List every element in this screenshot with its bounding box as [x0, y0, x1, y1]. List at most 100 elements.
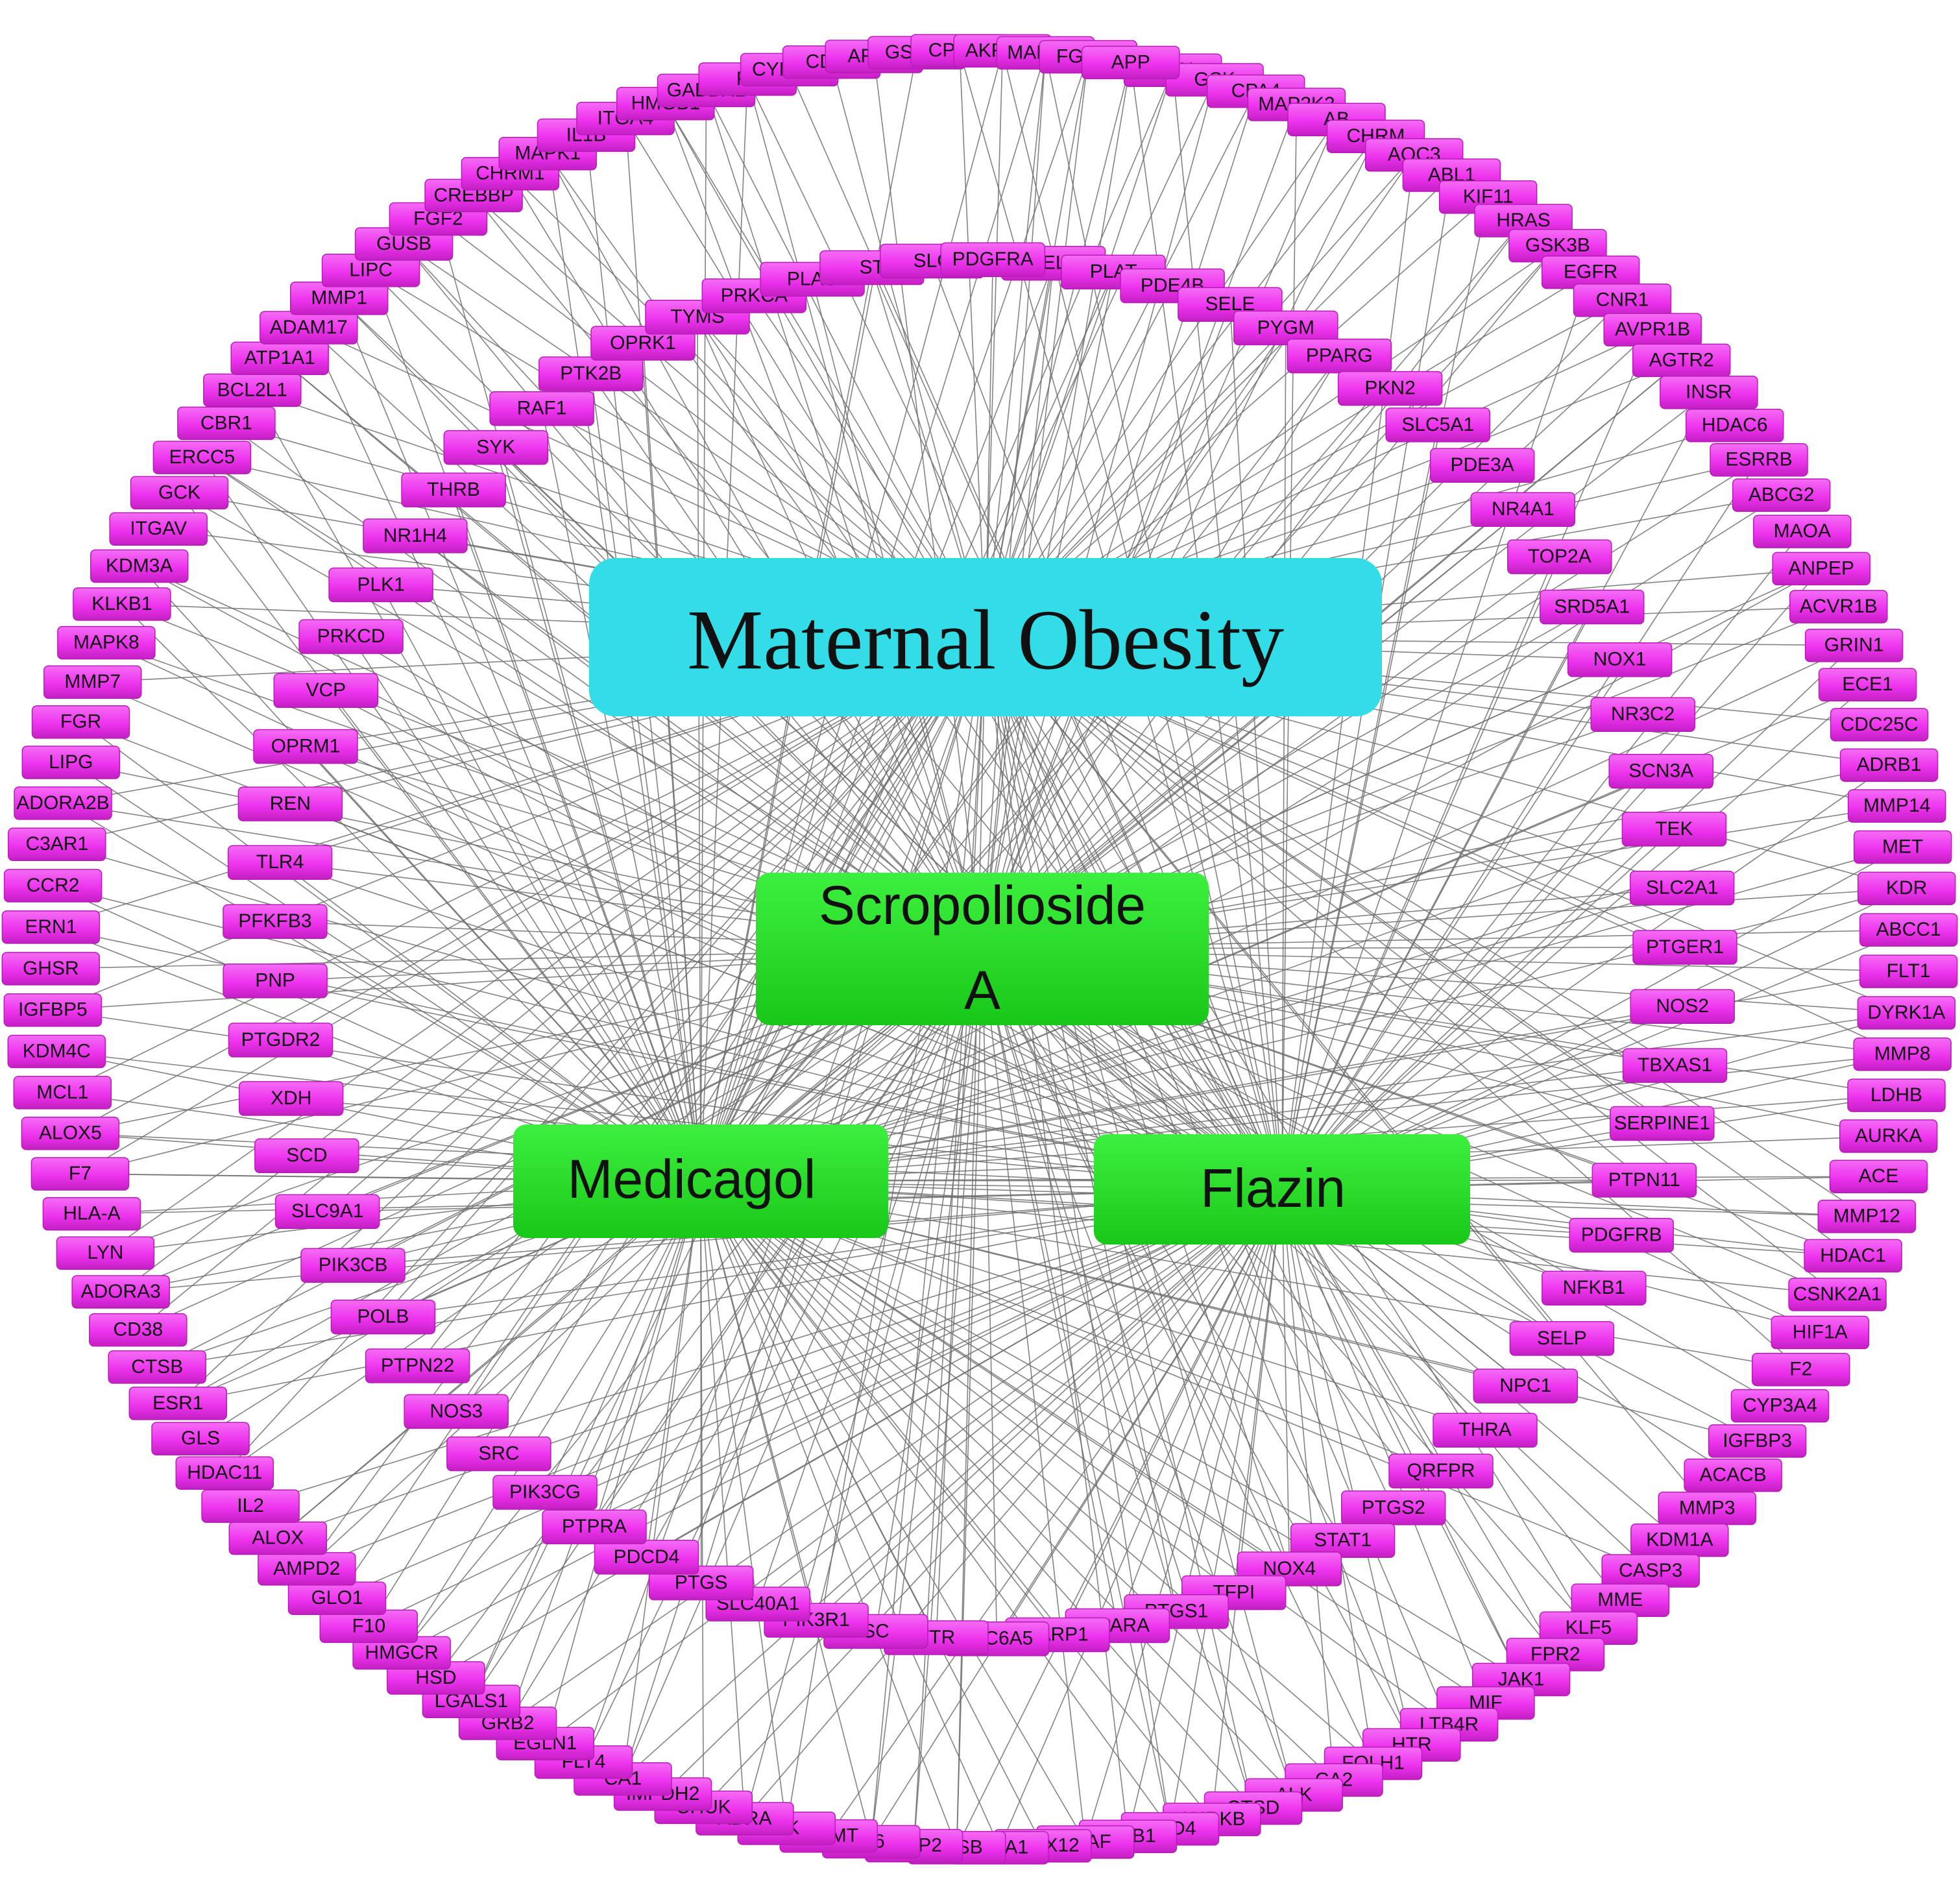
- outer-gene-node[interactable]: ABCC1: [1859, 913, 1958, 947]
- outer-gene-node[interactable]: MET: [1853, 830, 1952, 864]
- outer-gene-node[interactable]: IGFBP5: [3, 993, 103, 1027]
- outer-gene-node[interactable]: KLKB1: [73, 587, 171, 621]
- outer-gene-node[interactable]: CDC25C: [1830, 708, 1929, 742]
- outer-gene-node[interactable]: KDR: [1857, 871, 1956, 905]
- inner-gene-node[interactable]: PTPN22: [365, 1348, 470, 1383]
- inner-gene-node[interactable]: SLC5A1: [1385, 407, 1490, 443]
- inner-gene-node[interactable]: PKN2: [1337, 370, 1443, 406]
- outer-gene-node[interactable]: LIPG: [21, 746, 121, 779]
- outer-gene-node[interactable]: ERCC5: [152, 441, 252, 474]
- outer-gene-node[interactable]: FLT1: [1859, 954, 1958, 988]
- inner-gene-node[interactable]: VCP: [273, 673, 379, 709]
- outer-gene-node[interactable]: GCK: [130, 476, 229, 510]
- inner-gene-node[interactable]: SERPINE1: [1610, 1106, 1715, 1141]
- outer-gene-node[interactable]: MAOA: [1753, 515, 1852, 548]
- outer-gene-node[interactable]: LIPC: [321, 254, 420, 287]
- inner-gene-node[interactable]: PDCD4: [594, 1540, 699, 1575]
- inner-gene-node[interactable]: QRFPR: [1388, 1453, 1494, 1488]
- inner-gene-node[interactable]: PYGM: [1233, 310, 1338, 346]
- outer-gene-node[interactable]: F2: [1752, 1352, 1850, 1387]
- outer-gene-node[interactable]: AGTR2: [1632, 343, 1731, 378]
- outer-gene-node[interactable]: HIF1A: [1771, 1315, 1870, 1350]
- outer-gene-node[interactable]: ADAM17: [260, 311, 358, 345]
- inner-gene-node[interactable]: NOS2: [1630, 989, 1735, 1025]
- outer-gene-node[interactable]: CYP3A4: [1730, 1389, 1830, 1423]
- outer-gene-node[interactable]: BCL2L1: [203, 373, 302, 407]
- inner-gene-node[interactable]: PTPRA: [542, 1509, 647, 1545]
- disease-node[interactable]: Maternal Obesity: [589, 558, 1382, 716]
- outer-gene-node[interactable]: F7: [30, 1157, 130, 1191]
- outer-gene-node[interactable]: AMPD2: [258, 1552, 356, 1586]
- inner-gene-node[interactable]: SRC: [446, 1436, 551, 1472]
- outer-gene-node[interactable]: GRIN1: [1804, 628, 1904, 662]
- outer-gene-node[interactable]: HDAC11: [175, 1456, 274, 1490]
- outer-gene-node[interactable]: HMGCR: [352, 1636, 451, 1670]
- outer-gene-node[interactable]: CBR1: [177, 406, 276, 441]
- outer-gene-node[interactable]: ERN1: [1, 910, 101, 944]
- outer-gene-node[interactable]: ADRB1: [1839, 748, 1939, 782]
- outer-gene-node[interactable]: ESR1: [128, 1387, 228, 1420]
- outer-gene-node[interactable]: ANPEP: [1772, 552, 1870, 586]
- inner-gene-node[interactable]: PDGFRA: [940, 242, 1046, 277]
- outer-gene-node[interactable]: GLO1: [287, 1581, 387, 1615]
- inner-gene-node[interactable]: XDH: [238, 1081, 344, 1116]
- outer-gene-node[interactable]: ABCG2: [1732, 478, 1831, 512]
- inner-gene-node[interactable]: NR1H4: [363, 518, 468, 553]
- outer-gene-node[interactable]: C3AR1: [8, 827, 106, 862]
- inner-gene-node[interactable]: PNP: [223, 964, 328, 999]
- inner-gene-node[interactable]: SLC9A1: [274, 1194, 380, 1230]
- outer-gene-node[interactable]: ESRRB: [1710, 443, 1808, 477]
- outer-gene-node[interactable]: APP: [1081, 45, 1180, 80]
- outer-gene-node[interactable]: AVPR1B: [1603, 313, 1702, 346]
- outer-gene-node[interactable]: INSR: [1660, 375, 1758, 409]
- outer-gene-node[interactable]: CD38: [89, 1313, 188, 1347]
- outer-gene-node[interactable]: GLS: [151, 1422, 250, 1456]
- inner-gene-node[interactable]: PTGER1: [1632, 930, 1737, 965]
- inner-gene-node[interactable]: PRKCD: [298, 619, 404, 654]
- outer-gene-node[interactable]: MME: [1571, 1583, 1670, 1617]
- outer-gene-node[interactable]: HLA-A: [42, 1196, 141, 1231]
- inner-gene-node[interactable]: PIK3CG: [492, 1475, 598, 1510]
- inner-gene-node[interactable]: NOS3: [404, 1394, 509, 1429]
- inner-gene-node[interactable]: REN: [237, 786, 343, 821]
- outer-gene-node[interactable]: HRAS: [1474, 204, 1573, 237]
- outer-gene-node[interactable]: MCL1: [13, 1076, 112, 1110]
- inner-gene-node[interactable]: SYK: [443, 430, 549, 465]
- inner-gene-node[interactable]: TEK: [1621, 812, 1727, 847]
- outer-gene-node[interactable]: MMP14: [1847, 789, 1946, 823]
- outer-gene-node[interactable]: ACVR1B: [1789, 590, 1888, 624]
- inner-gene-node[interactable]: PTGDR2: [228, 1023, 333, 1058]
- compound-node-scropolioside[interactable]: Scropolioside A: [756, 873, 1209, 1025]
- inner-gene-node[interactable]: THRA: [1433, 1413, 1538, 1448]
- inner-gene-node[interactable]: SELP: [1509, 1321, 1615, 1356]
- outer-gene-node[interactable]: ADORA2B: [14, 786, 112, 820]
- inner-gene-node[interactable]: SLC2A1: [1629, 870, 1735, 906]
- inner-gene-node[interactable]: TOP2A: [1507, 539, 1612, 574]
- inner-gene-node[interactable]: NOX1: [1567, 642, 1673, 677]
- inner-gene-node[interactable]: SCD: [254, 1138, 359, 1174]
- inner-gene-node[interactable]: SRD5A1: [1539, 589, 1645, 625]
- outer-gene-node[interactable]: AURKA: [1839, 1119, 1938, 1153]
- outer-gene-node[interactable]: MMP12: [1817, 1199, 1917, 1233]
- outer-gene-node[interactable]: KDM4C: [7, 1034, 106, 1069]
- inner-gene-node[interactable]: NPC1: [1473, 1368, 1579, 1403]
- outer-gene-node[interactable]: CNR1: [1573, 284, 1672, 317]
- outer-gene-node[interactable]: DYRK1A: [1857, 996, 1956, 1030]
- outer-gene-node[interactable]: GHSR: [1, 952, 101, 986]
- inner-gene-node[interactable]: PTGS2: [1340, 1490, 1446, 1525]
- outer-gene-node[interactable]: CSNK2A1: [1788, 1278, 1887, 1311]
- inner-gene-node[interactable]: NFKB1: [1542, 1270, 1647, 1305]
- outer-gene-node[interactable]: ALOX5: [21, 1117, 120, 1150]
- outer-gene-node[interactable]: LYN: [56, 1236, 155, 1270]
- inner-gene-node[interactable]: SCN3A: [1608, 753, 1713, 789]
- outer-gene-node[interactable]: FPR2: [1506, 1638, 1605, 1671]
- inner-gene-node[interactable]: OPRM1: [253, 729, 358, 764]
- inner-gene-node[interactable]: RAF1: [489, 391, 594, 426]
- outer-gene-node[interactable]: CASP3: [1601, 1554, 1700, 1588]
- outer-gene-node[interactable]: ALOX: [228, 1521, 328, 1555]
- outer-gene-node[interactable]: KLF5: [1539, 1611, 1638, 1645]
- inner-gene-node[interactable]: PLK1: [328, 567, 433, 603]
- outer-gene-node[interactable]: HDAC6: [1685, 409, 1784, 443]
- compound-node-medicagol[interactable]: Medicagol: [513, 1124, 888, 1238]
- outer-gene-node[interactable]: MMP3: [1658, 1491, 1756, 1525]
